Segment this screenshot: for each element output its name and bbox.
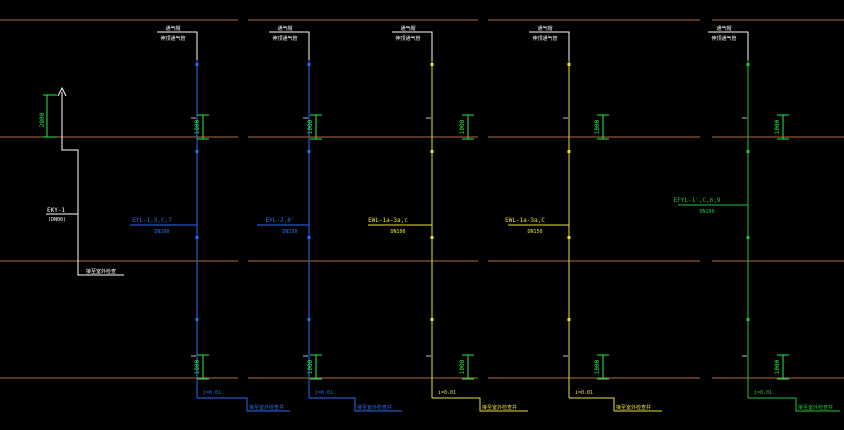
branch-label: EYL-2,8' bbox=[266, 217, 295, 224]
risers: 通气帽伸顶通气管i=0.01接至室外检查井EYL-1,3,C,7DN100100… bbox=[130, 25, 840, 412]
pipe-joint-3 bbox=[307, 318, 311, 321]
outlet-pipe bbox=[432, 397, 528, 412]
outlet-label: 接至室外检查井 bbox=[357, 404, 392, 411]
vent-cap-label: 通气帽 bbox=[537, 25, 552, 32]
branch-size-label: DN150 bbox=[282, 229, 297, 235]
dimension-label-upper: 1000 bbox=[459, 119, 466, 134]
pipe-joint-3 bbox=[430, 318, 434, 321]
pipe-joint-0 bbox=[307, 63, 311, 66]
floor-lines bbox=[0, 19, 844, 379]
vent-cap-label: 通气帽 bbox=[165, 25, 180, 32]
slope-label: i=0.01 bbox=[754, 390, 772, 396]
pipe-joint-1 bbox=[307, 150, 311, 153]
pipe-joint-0 bbox=[746, 63, 750, 66]
pipe-joint-2 bbox=[307, 236, 311, 239]
dimension-label-upper: 1000 bbox=[594, 119, 601, 134]
outlet-label: 接至室外检查井 bbox=[482, 404, 517, 411]
pipe-joint-1 bbox=[746, 150, 750, 153]
branch-size-label: DN100 bbox=[154, 229, 169, 235]
dimension-label-lower: 1000 bbox=[307, 359, 314, 374]
dimension-label-upper: 1000 bbox=[194, 119, 201, 134]
pipe-joint-2 bbox=[195, 236, 199, 239]
outlet-label: 接至室外检查井 bbox=[798, 404, 833, 411]
slope-label: i=0.01 bbox=[203, 390, 221, 396]
slope-label: i=0.01 bbox=[438, 390, 456, 396]
slope-label: i=0.01 bbox=[575, 390, 593, 396]
pipe-joint-3 bbox=[567, 318, 571, 321]
left-detail: 2000 EKY-1 (DN00) 接至室外检查 bbox=[39, 86, 124, 276]
dimension-label-lower: 1000 bbox=[594, 359, 601, 374]
pipe-joint-2 bbox=[746, 236, 750, 239]
pipe-joint-3 bbox=[746, 318, 750, 321]
dimension-label-lower: 1000 bbox=[194, 359, 201, 374]
vent-pipe-label: 伸顶通气管 bbox=[532, 35, 557, 42]
vent-pipe-detail bbox=[61, 92, 124, 276]
vent-pipe-label: 伸顶通气管 bbox=[272, 35, 297, 42]
branch-size-label: DN100 bbox=[699, 209, 714, 215]
bottom-note: 接至室外检查 bbox=[86, 268, 116, 275]
vent-pipe-label: 伸顶通气管 bbox=[711, 35, 736, 42]
branch-label: EWL-1a-3a,c bbox=[368, 217, 408, 224]
branch-size-label: DN150 bbox=[527, 229, 542, 235]
dimension-label: 2000 bbox=[39, 112, 46, 127]
pipe-joint-2 bbox=[567, 236, 571, 239]
vent-arrow-icon bbox=[57, 86, 67, 97]
vent-cap-label: 通气帽 bbox=[277, 25, 292, 32]
outlet-pipe bbox=[309, 397, 402, 412]
pipe-joint-0 bbox=[567, 63, 571, 66]
dimension-label-lower: 1000 bbox=[459, 359, 466, 374]
branch-label: EWL-1a-3a,C bbox=[505, 217, 545, 224]
vent-cap-label: 通气帽 bbox=[716, 25, 731, 32]
pipe-size-label: (DN00) bbox=[48, 217, 66, 223]
pipe-joint-3 bbox=[195, 318, 199, 321]
vent-pipe-label: 伸顶通气管 bbox=[395, 35, 420, 42]
vent-cap-pipe bbox=[529, 31, 570, 60]
pipe-joint-1 bbox=[430, 150, 434, 153]
pipe-joint-1 bbox=[567, 150, 571, 153]
outlet-pipe bbox=[569, 397, 662, 412]
outlet-label: 接至室外检查井 bbox=[616, 404, 651, 411]
pipe-joint-0 bbox=[430, 63, 434, 66]
vent-cap-pipe bbox=[157, 31, 198, 60]
pipe-joint-1 bbox=[195, 150, 199, 153]
pipe-joint-0 bbox=[195, 63, 199, 66]
outlet-pipe bbox=[748, 397, 840, 412]
vent-cap-label: 通气帽 bbox=[400, 25, 415, 32]
slope-label: i=0.01 bbox=[315, 390, 333, 396]
vent-cap-pipe bbox=[392, 31, 433, 60]
vent-pipe-label: 伸顶通气管 bbox=[160, 35, 185, 42]
dimension-label-lower: 1000 bbox=[774, 359, 781, 374]
outlet-pipe bbox=[197, 397, 290, 412]
outlet-label: 接至室外检查井 bbox=[249, 404, 284, 411]
dimension-label-upper: 1000 bbox=[774, 119, 781, 134]
branch-label: EYL-1,3,C,7 bbox=[132, 217, 172, 224]
pipe-joint-2 bbox=[430, 236, 434, 239]
branch-label: EFYL-1',C,6,9 bbox=[674, 197, 721, 204]
branch-size-label: DN100 bbox=[390, 229, 405, 235]
pipe-label: EKY-1 bbox=[47, 207, 65, 214]
dimension-label-upper: 1000 bbox=[307, 119, 314, 134]
vent-cap-pipe bbox=[708, 31, 749, 60]
vent-cap-pipe bbox=[269, 31, 310, 60]
